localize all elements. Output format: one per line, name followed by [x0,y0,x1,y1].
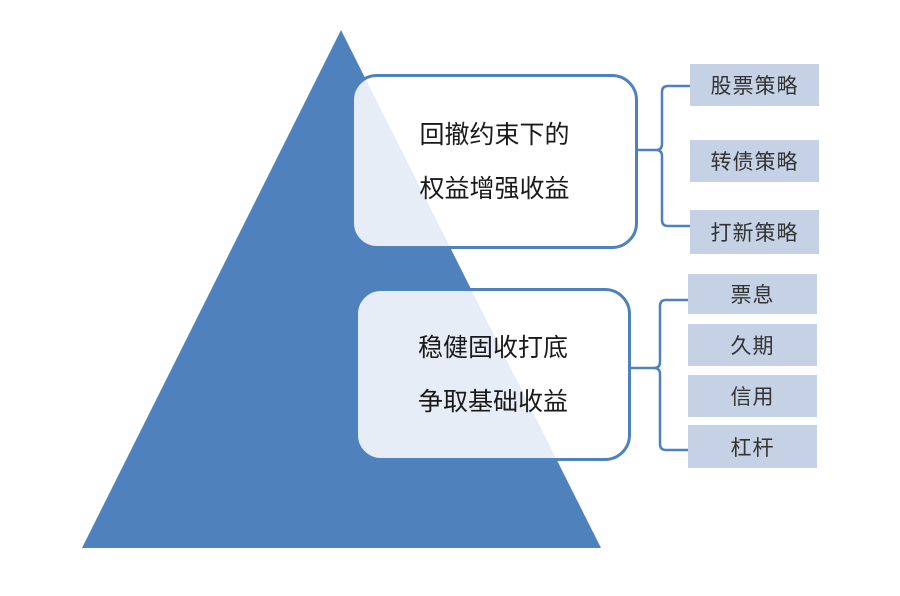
tag-leverage: 杠杆 [688,425,817,468]
fixed-income-base-box: 稳健固收打底 争取基础收益 [355,288,631,461]
equity-enhancement-box: 回撤约束下的 权益增强收益 [351,74,638,249]
tag-credit: 信用 [688,375,817,417]
fixed-income-box-line-2: 争取基础收益 [417,386,568,416]
equity-box-line-1: 回撤约束下的 [419,119,570,149]
tag-coupon: 票息 [688,274,817,314]
tag-ipo-strategy: 打新策略 [690,210,819,254]
tag-stock-strategy: 股票策略 [690,64,819,106]
fixed-income-box-line-1: 稳健固收打底 [417,332,568,362]
equity-box-line-2: 权益增强收益 [419,173,570,203]
tag-convertible-bond-strategy: 转债策略 [690,140,819,182]
tag-duration: 久期 [688,324,817,366]
